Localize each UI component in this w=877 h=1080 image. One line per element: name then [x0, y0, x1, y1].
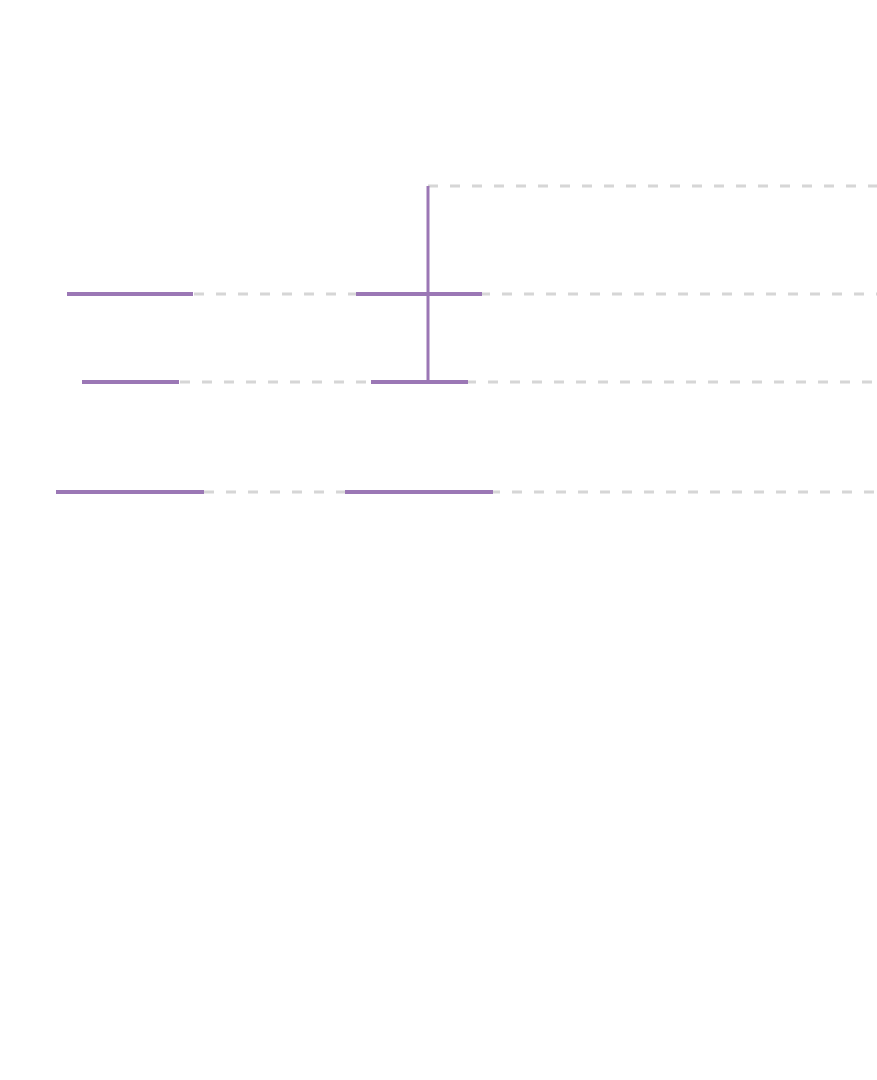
- gridlines: [180, 184, 877, 494]
- chart-marks: [56, 186, 493, 494]
